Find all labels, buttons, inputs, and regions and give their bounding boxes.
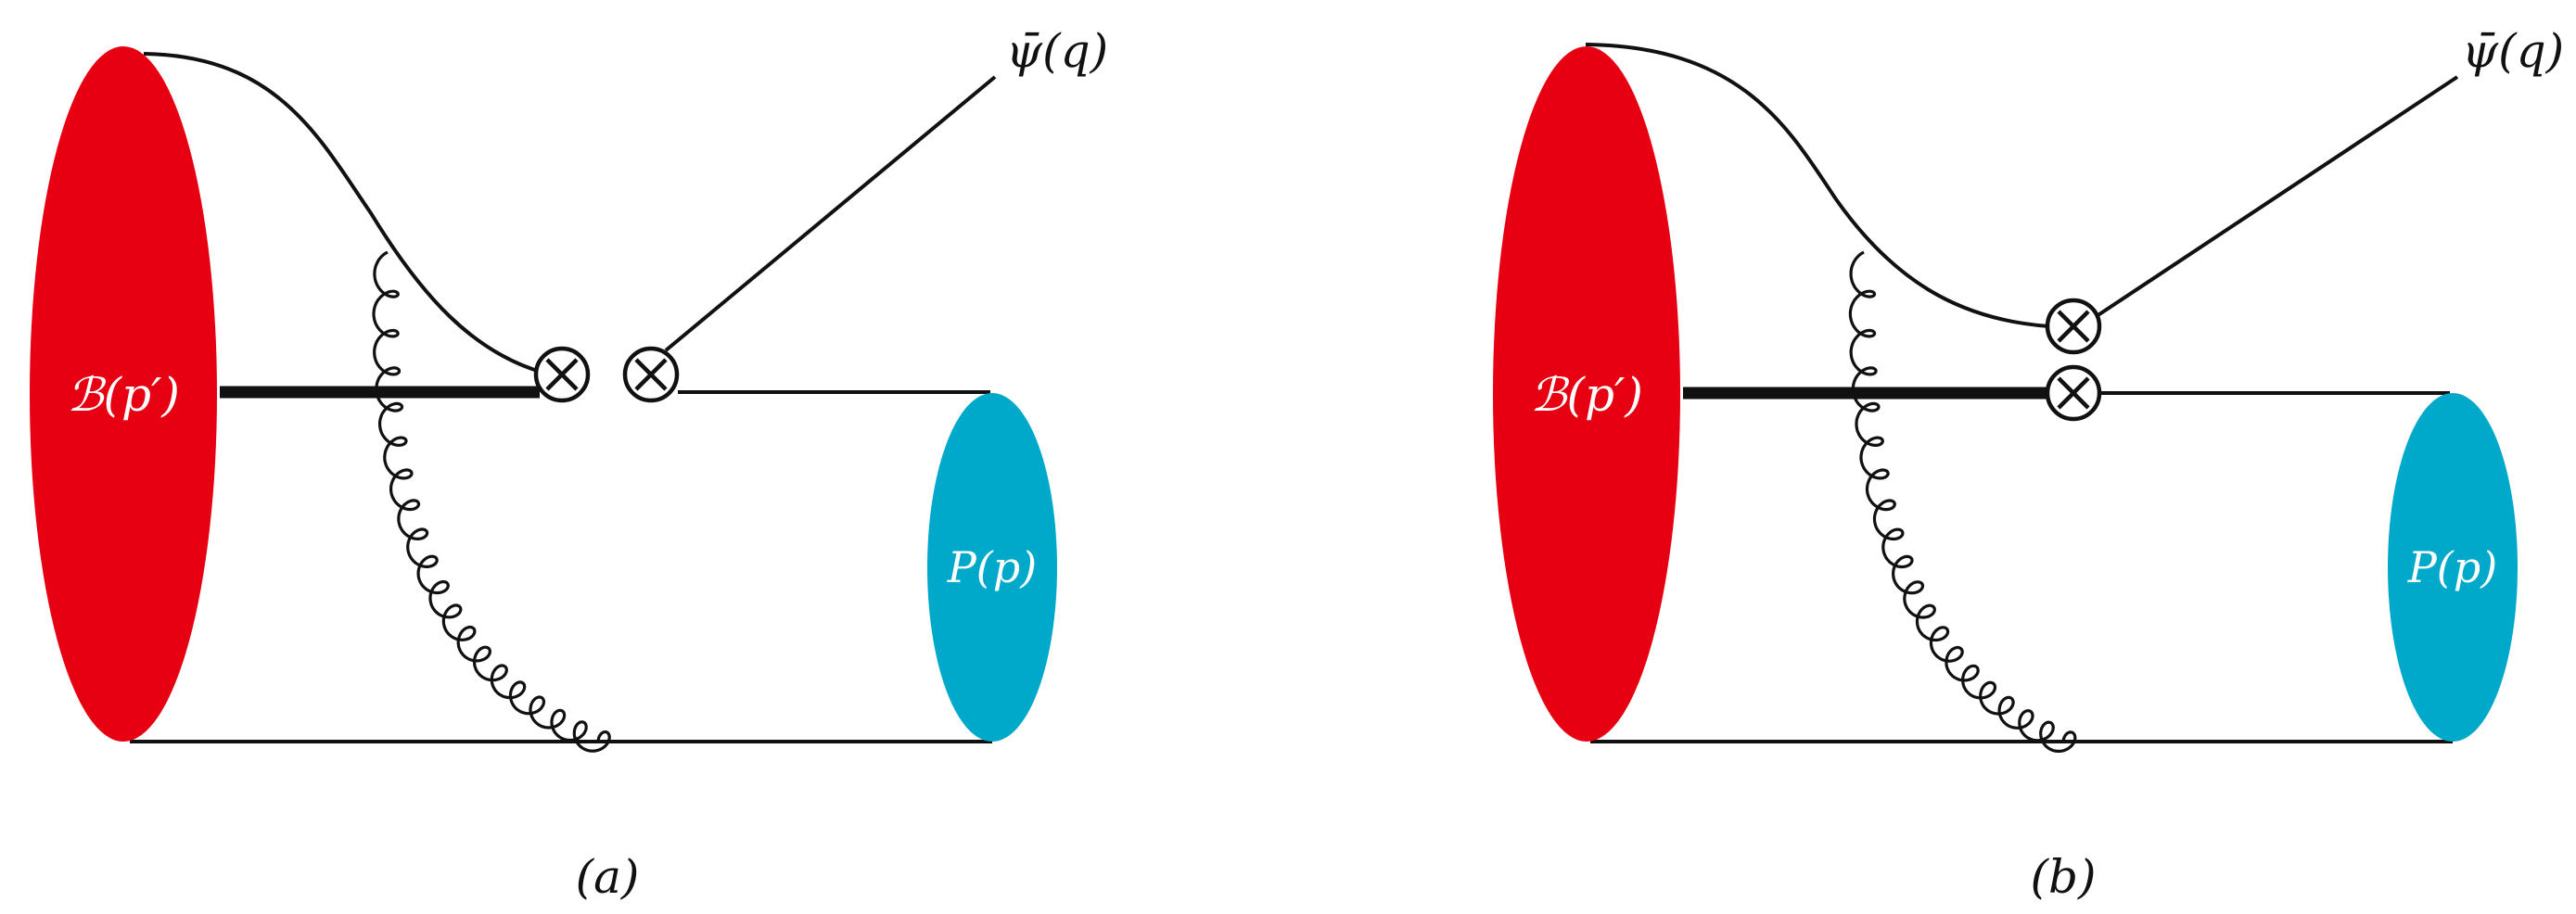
panel-b-gluon-line — [1848, 250, 2077, 753]
panel-a-vertex-right — [622, 346, 680, 403]
panel-a-upper-quark-line — [143, 52, 544, 374]
panel-b-antiquark-label: ψ̄(q) — [2462, 24, 2564, 78]
panel-a-antiquark-line — [664, 75, 997, 352]
panel-a-vertex-left — [533, 346, 591, 403]
panel-b-vertex-lower — [2045, 364, 2102, 422]
panel-a-caption: (a) — [576, 850, 640, 904]
panel-a-baryon-label: ℬ(p′) — [67, 368, 180, 422]
panel-a-meson-label: P(p) — [947, 542, 1037, 592]
panel-b-antiquark-line — [2092, 75, 2459, 320]
panel-a: ℬ(p′) P(p) ψ̄(q) (a) — [30, 24, 1108, 904]
panel-a-meson-blob — [927, 393, 1057, 742]
panel-b-caption: (b) — [2030, 850, 2096, 904]
panel-b: ℬ(p′) P(p) ψ̄(q) (b) — [1493, 24, 2564, 904]
panel-a-gluon-line — [372, 250, 611, 753]
panel-b-vertex-upper — [2045, 298, 2102, 355]
panel-b-meson-label: P(p) — [2407, 542, 2497, 592]
panel-b-baryon-label: ℬ(p′) — [1530, 368, 1643, 422]
panel-b-baryon-blob — [1493, 46, 1680, 742]
panel-a-baryon-blob — [30, 46, 217, 742]
panel-a-antiquark-label: ψ̄(q) — [1006, 24, 1108, 78]
panel-b-upper-quark-line — [1585, 43, 2050, 328]
panel-b-meson-blob — [2388, 393, 2518, 742]
